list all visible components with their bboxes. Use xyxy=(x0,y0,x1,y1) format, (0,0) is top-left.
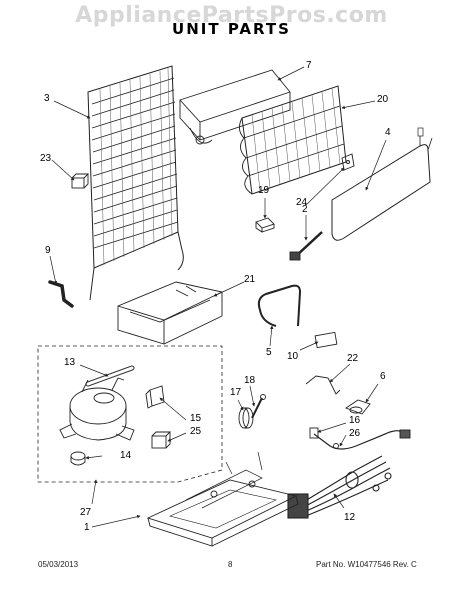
leader-lines xyxy=(49,66,387,528)
callout-23: 23 xyxy=(40,153,52,164)
callout-17: 17 xyxy=(230,387,242,398)
callout-14: 14 xyxy=(120,450,132,461)
callout-22: 22 xyxy=(347,353,359,364)
insulation-pad xyxy=(314,331,338,349)
thermistor-clip xyxy=(71,173,90,189)
footer-page-number: 8 xyxy=(228,560,233,569)
callout-9: 9 xyxy=(45,245,51,256)
evaporator-harness xyxy=(289,231,323,261)
callout-6: 6 xyxy=(380,371,386,382)
evaporator xyxy=(239,85,347,195)
callout-7: 7 xyxy=(306,60,312,71)
compressor-base-plate xyxy=(146,451,299,547)
power-cord-clamp xyxy=(345,399,371,415)
wire-harness xyxy=(287,455,392,519)
compressor-grommet xyxy=(70,451,86,466)
callout-3: 3 xyxy=(44,93,50,104)
condenser-coil xyxy=(87,65,184,301)
callout-10: 10 xyxy=(287,351,299,362)
condenser-fan xyxy=(238,407,254,429)
defrost-terminator xyxy=(255,217,275,233)
footer-date: 05/03/2013 xyxy=(38,560,79,569)
compressor-tube xyxy=(85,365,135,387)
page-title: UNIT PARTS xyxy=(172,20,291,38)
footer-part-number: Part No. W10477546 Rev. C xyxy=(316,560,417,569)
compressor-group-outline xyxy=(37,345,223,483)
callout-12: 12 xyxy=(344,512,356,523)
callout-26: 26 xyxy=(349,428,361,439)
sensor-bracket xyxy=(341,153,355,171)
drain-tube xyxy=(48,280,74,308)
callout-4: 4 xyxy=(385,127,391,138)
callout-18: 18 xyxy=(244,375,256,386)
callout-19: 19 xyxy=(258,185,270,196)
callout-15: 15 xyxy=(190,413,202,424)
condensate-pan xyxy=(117,281,223,345)
callout-21: 21 xyxy=(244,274,256,285)
fan-motor xyxy=(251,394,266,419)
callout-1: 1 xyxy=(84,522,90,533)
compressor xyxy=(59,377,135,441)
callout-16: 16 xyxy=(349,415,361,426)
defrost-heater xyxy=(331,127,433,241)
callout-24: 24 xyxy=(296,197,308,208)
start-relay xyxy=(145,385,165,409)
callout-25: 25 xyxy=(190,426,202,437)
watermark-text: AppliancePartsPros.com xyxy=(75,3,388,28)
callout-27: 27 xyxy=(80,507,92,518)
drain-hose xyxy=(257,284,302,327)
callout-20: 20 xyxy=(377,94,389,105)
callout-2: 2 xyxy=(302,204,308,215)
power-cord xyxy=(309,427,411,450)
drain-pan xyxy=(179,69,291,145)
callout-5: 5 xyxy=(266,347,272,358)
callout-13: 13 xyxy=(64,357,76,368)
overload-protector xyxy=(151,431,172,449)
wire-clip xyxy=(305,375,341,395)
